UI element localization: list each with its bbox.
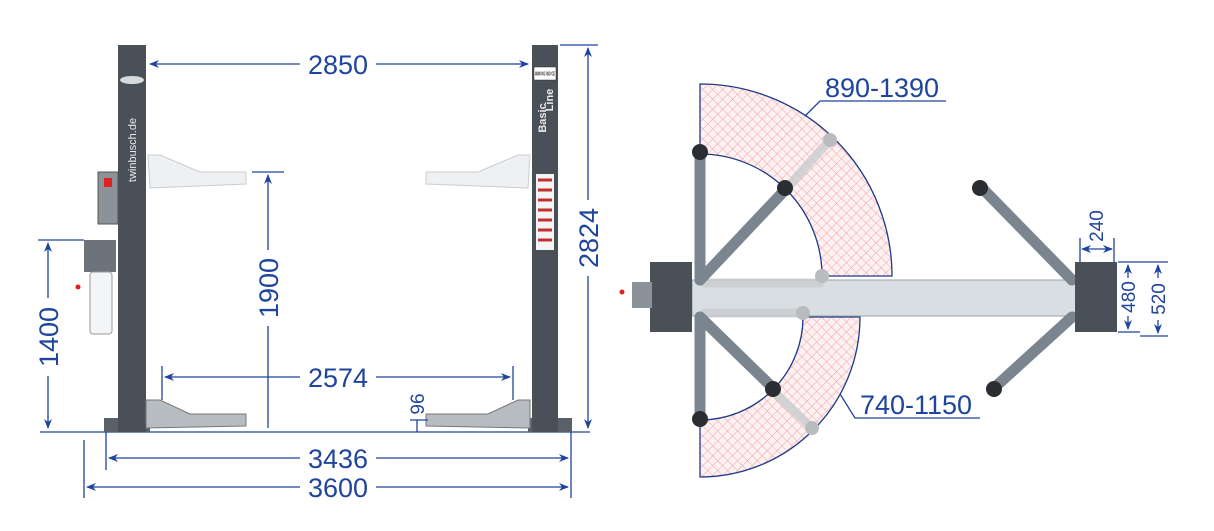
- pad-ghost: [815, 269, 829, 283]
- brand-basic: Basic: [537, 103, 549, 132]
- left-arm-raised: [147, 154, 247, 189]
- rear-arm-range-label: 740-1150: [860, 390, 972, 420]
- dim-240: 240: [1079, 210, 1115, 262]
- rear-left-arm-extended: [767, 385, 817, 433]
- dim-2824-label: 2824: [574, 208, 604, 268]
- power-unit-top: [632, 282, 652, 308]
- top-view: 890-1390 740-1150 240 480 520: [619, 73, 1170, 478]
- pad-ghost: [823, 133, 837, 147]
- power-unit-motor: [84, 240, 116, 272]
- arm-front-left-diagonal: [694, 184, 791, 286]
- lift-pad: [692, 411, 708, 427]
- capacity-badge-text: 4000 KG ISO CE: [535, 72, 555, 78]
- dim-740-1150: 740-1150: [839, 390, 980, 420]
- post-offset-label: 240: [1087, 210, 1108, 242]
- front-left-arm-extended: [780, 135, 835, 195]
- dim-1900-label: 1900: [254, 258, 284, 318]
- brand-line: Line: [544, 89, 556, 112]
- left-arm-lowered: [145, 399, 247, 429]
- right-arm-raised: [425, 154, 531, 189]
- lift-pad: [777, 180, 793, 196]
- lift-pad: [972, 180, 988, 196]
- right-post-top: [1075, 262, 1117, 332]
- dim-3600-label: 3600: [308, 473, 368, 503]
- left-post: [118, 45, 146, 432]
- left-post-top: [650, 262, 692, 332]
- dim-96: 96: [408, 393, 429, 432]
- dim-2850: 2850: [149, 50, 529, 80]
- lift-pad: [765, 381, 781, 397]
- twinbusch-logo: [120, 76, 144, 84]
- dim-1900: 1900: [252, 171, 284, 428]
- lift-pad: [986, 381, 1002, 397]
- dim-480: 480: [1118, 261, 1140, 333]
- pad-ghost: [805, 421, 819, 435]
- dim-1400: 1400: [34, 239, 84, 429]
- dim-3436-label: 3436: [308, 444, 368, 474]
- dim-520: 520: [1140, 261, 1170, 337]
- dim-3436: 3436: [105, 432, 572, 498]
- base-depth-label: 520: [1149, 283, 1170, 315]
- arm-front-right: [976, 182, 1078, 286]
- right-arm-lowered: [425, 399, 531, 429]
- arm-rear-right: [988, 311, 1078, 394]
- post-left-text: twinbusch.de: [127, 118, 139, 182]
- main-switch: [104, 178, 112, 187]
- dim-1400-label: 1400: [34, 307, 64, 367]
- release-valve: [75, 284, 81, 290]
- front-arm-range-label: 890-1390: [825, 73, 939, 103]
- dim-96-label: 96: [408, 393, 429, 414]
- dim-890-1390: 890-1390: [804, 73, 946, 117]
- dim-2850-label: 2850: [308, 50, 368, 80]
- dim-2574-label: 2574: [308, 363, 368, 393]
- post-depth-label: 480: [1119, 281, 1140, 313]
- capacity-badge: [533, 66, 557, 81]
- lift-pad: [692, 144, 708, 160]
- release-valve-top: [619, 289, 625, 295]
- side-view: twinbusch.de 4000 KG ISO CE Basic Line 2…: [34, 44, 604, 503]
- oil-tank: [89, 271, 113, 335]
- warning-labels: [536, 174, 554, 250]
- dim-2824: 2824: [560, 44, 604, 429]
- pad-ghost: [796, 306, 810, 320]
- arm-rear-left-diagonal: [694, 311, 779, 394]
- control-box: [97, 171, 119, 225]
- dim-2574: 2574: [161, 363, 514, 400]
- dim-3600: 3600: [83, 440, 569, 503]
